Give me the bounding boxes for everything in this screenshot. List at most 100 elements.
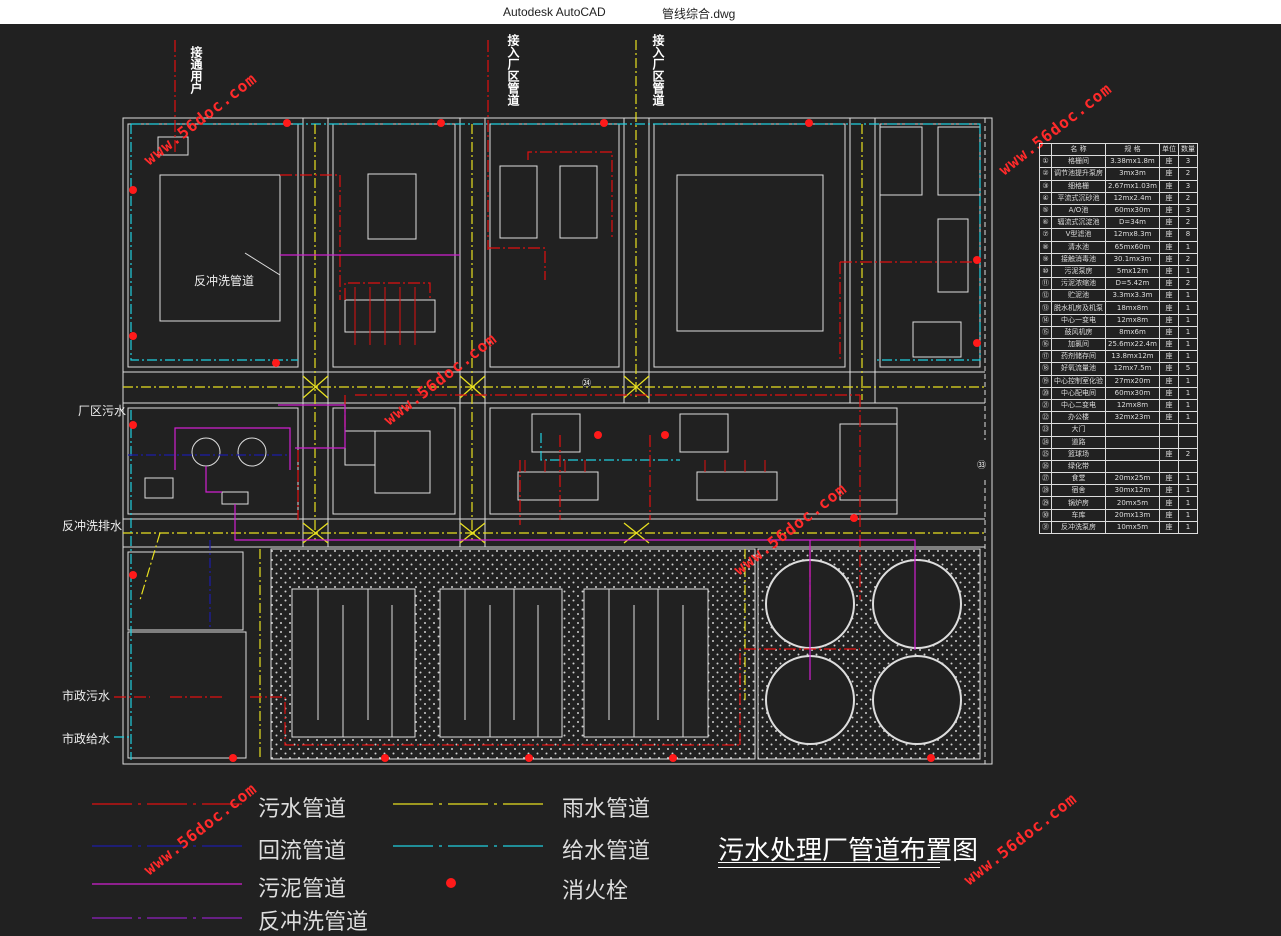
table-cell: ⑬ (1039, 301, 1052, 315)
table-cell: ⑦ (1039, 228, 1052, 242)
table-cell: V型滤池 (1051, 228, 1106, 242)
table-cell: 3 (1177, 203, 1198, 218)
table-cell: ④ (1039, 191, 1052, 205)
table-cell: 1 (1177, 472, 1198, 486)
table-cell: ⑭ (1039, 313, 1052, 327)
title-underline (718, 862, 940, 868)
block-n3 (489, 123, 620, 368)
table-cell: ㉖ (1039, 459, 1052, 474)
table-cell: ㉚ (1039, 508, 1052, 522)
legend-return-label: 回流管道 (258, 839, 347, 864)
table-cell: 座 (1158, 228, 1179, 242)
thickener-2 (237, 437, 267, 467)
table-cell: ⑤ (1039, 203, 1052, 218)
grit-tank-a (499, 165, 538, 239)
pretreatment-area (127, 631, 247, 759)
legend-sewage-label: 污水管道 (258, 797, 347, 822)
table-cell: 反冲洗泵房 (1051, 520, 1106, 535)
table-cell: 1 (1177, 508, 1198, 522)
table-cell: ⑯ (1039, 337, 1052, 352)
rain-crossings (302, 375, 650, 544)
table-cell: ⑰ (1039, 350, 1052, 364)
site-boundary (122, 117, 993, 765)
table-cell: 格栅间 (1051, 155, 1106, 169)
table-cell: A/O池 (1051, 203, 1106, 218)
table-cell (1177, 459, 1198, 474)
header-cell: 单位 (1158, 142, 1179, 157)
building-19 (367, 173, 417, 240)
table-cell: 1 (1177, 350, 1198, 364)
table-cell: 8 (1177, 228, 1198, 242)
table-cell: 1 (1177, 374, 1198, 388)
legend-backwash-label: 反冲洗管道 (258, 910, 369, 935)
table-cell: 接触消毒池 (1051, 252, 1106, 266)
table-cell: ㉛ (1039, 520, 1052, 535)
label-municipal-water: 市政给水 (62, 732, 111, 746)
table-cell: 2 (1177, 252, 1198, 266)
table-cell: 中心配电间 (1051, 386, 1106, 400)
table-cell: 3mx3m (1105, 167, 1160, 181)
header-cell: 名 称 (1051, 142, 1106, 157)
table-cell: 1 (1177, 411, 1198, 425)
table-cell: 20mx13m (1105, 508, 1160, 522)
table-cell: ㉙ (1039, 496, 1052, 510)
table-cell: 30mx12m (1105, 484, 1160, 498)
table-cell: ⑮ (1039, 325, 1052, 340)
table-cell: 65mx60m (1105, 240, 1160, 254)
table-cell: 贮泥池 (1051, 289, 1106, 303)
table-cell: 1 (1177, 289, 1198, 303)
table-cell: 座 (1158, 472, 1179, 486)
table-cell: 座 (1158, 520, 1179, 535)
table-cell (1177, 435, 1198, 449)
drawing-canvas[interactable]: 接通用户 接入厂区管道 接入厂区管道 厂区污水 反冲洗排水 市政污水 市政给水 … (0, 24, 1281, 935)
table-cell: 座 (1158, 179, 1179, 193)
table-cell: 加氯间 (1051, 337, 1106, 352)
label-plant-pipe-1: 接入厂区管道 (506, 34, 520, 106)
table-cell: ② (1039, 167, 1052, 181)
table-cell: 1 (1177, 386, 1198, 400)
table-cell: 食堂 (1051, 472, 1106, 486)
table-cell: 脱水机房及机泵 (1051, 301, 1106, 315)
table-cell: 18mx8m (1105, 301, 1160, 315)
table-cell: ㉗ (1039, 472, 1052, 486)
site-plan-drawing[interactable] (0, 24, 1281, 924)
ao-tank-1 (291, 588, 416, 738)
tank-clear-water (159, 174, 281, 322)
return-pipes (128, 454, 290, 630)
header-cell: 数量 (1177, 142, 1198, 157)
table-cell: 座 (1158, 252, 1179, 266)
table-cell: ㉘ (1039, 484, 1052, 498)
table-cell: 中心二变电 (1051, 398, 1106, 413)
thickener-1 (191, 437, 221, 467)
table-cell: 座 (1158, 447, 1179, 461)
table-cell: 3.38mx1.8m (1105, 155, 1160, 169)
table-cell: D=5.42m (1105, 277, 1160, 291)
table-cell: 60mx30m (1105, 386, 1160, 400)
building-30b (679, 413, 729, 453)
drawing-title: 污水处理厂管道布置图 (718, 836, 979, 866)
table-cell: 药剂储存间 (1051, 350, 1106, 364)
table-cell: 1 (1177, 325, 1198, 340)
table-cell: 座 (1158, 216, 1179, 230)
label-plant-pipe-2: 接入厂区管道 (651, 34, 665, 106)
grit-tank-b (559, 165, 598, 239)
table-cell: 座 (1158, 203, 1179, 218)
label-side-number: ㉝ (977, 461, 987, 471)
ao-tank-3 (583, 588, 709, 738)
filters-7b (696, 471, 778, 501)
table-cell: 25.6mx22.4m (1105, 337, 1160, 352)
table-cell: 座 (1158, 398, 1179, 413)
table-cell: ⑱ (1039, 362, 1052, 376)
table-cell: ⑳ (1039, 386, 1052, 400)
table-cell: 办公楼 (1051, 411, 1106, 425)
table-cell: 12mx2.4m (1105, 191, 1160, 205)
table-cell: 座 (1158, 155, 1179, 169)
